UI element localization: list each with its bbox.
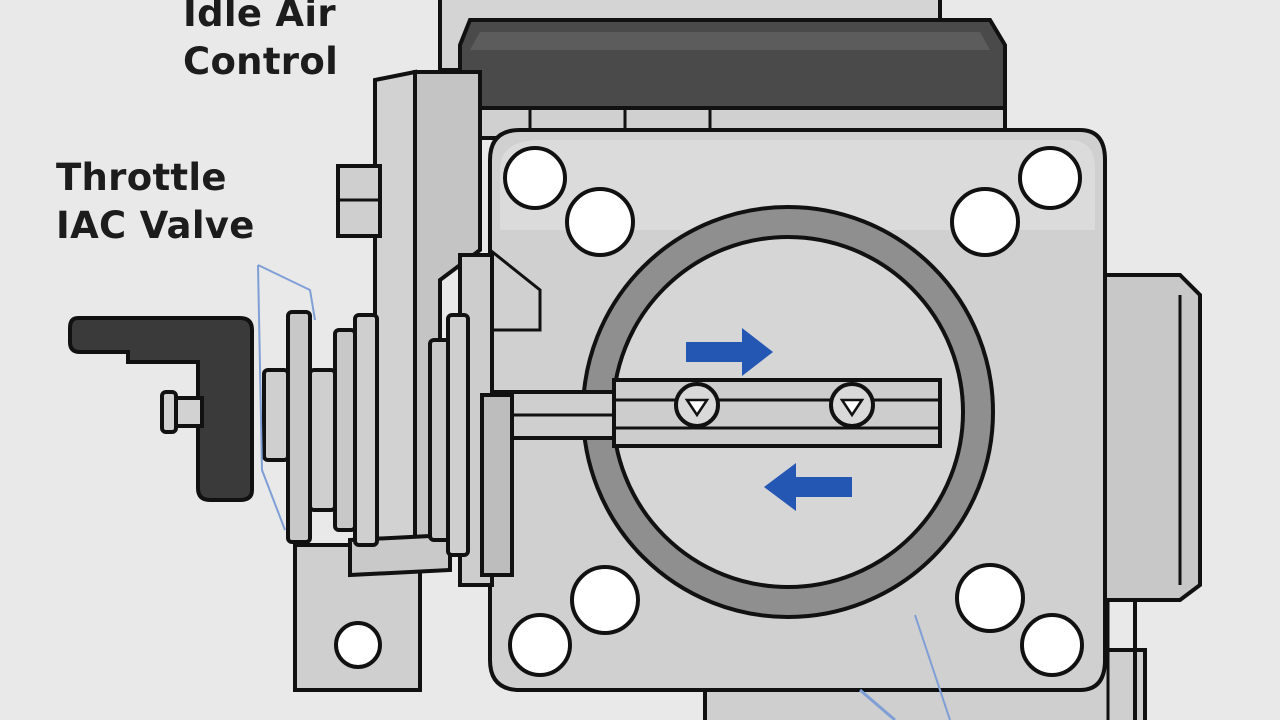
label-line: Control — [183, 40, 339, 83]
idle-air-control-housing — [438, 0, 1007, 140]
bracket-hole — [334, 621, 382, 669]
bolt-hole — [950, 187, 1020, 257]
return-spring-assembly — [262, 310, 470, 557]
bolt-hole — [565, 187, 635, 257]
arrow-right-icon — [686, 328, 773, 376]
iac-valve-connector — [68, 316, 254, 502]
bolt-hole — [1020, 613, 1084, 677]
throttle-iac-valve-label: Throttle IAC Valve — [56, 154, 255, 250]
bolt-holes — [503, 146, 1084, 677]
label-line: Idle Air — [183, 0, 336, 35]
bolt-hole — [503, 146, 567, 210]
leader-lines — [257, 264, 951, 720]
throttle-plate — [612, 378, 942, 448]
idle-air-control-label: Idle Air Control — [183, 0, 338, 86]
bolt-hole — [570, 565, 640, 635]
label-line: IAC Valve — [56, 204, 255, 247]
bolt-hole — [508, 613, 572, 677]
throttle-position-sensor — [1093, 273, 1202, 602]
label-line: Throttle — [56, 156, 227, 199]
bolt-hole — [955, 563, 1025, 633]
arrow-left-icon — [764, 463, 852, 511]
bolt-hole — [1018, 146, 1082, 210]
